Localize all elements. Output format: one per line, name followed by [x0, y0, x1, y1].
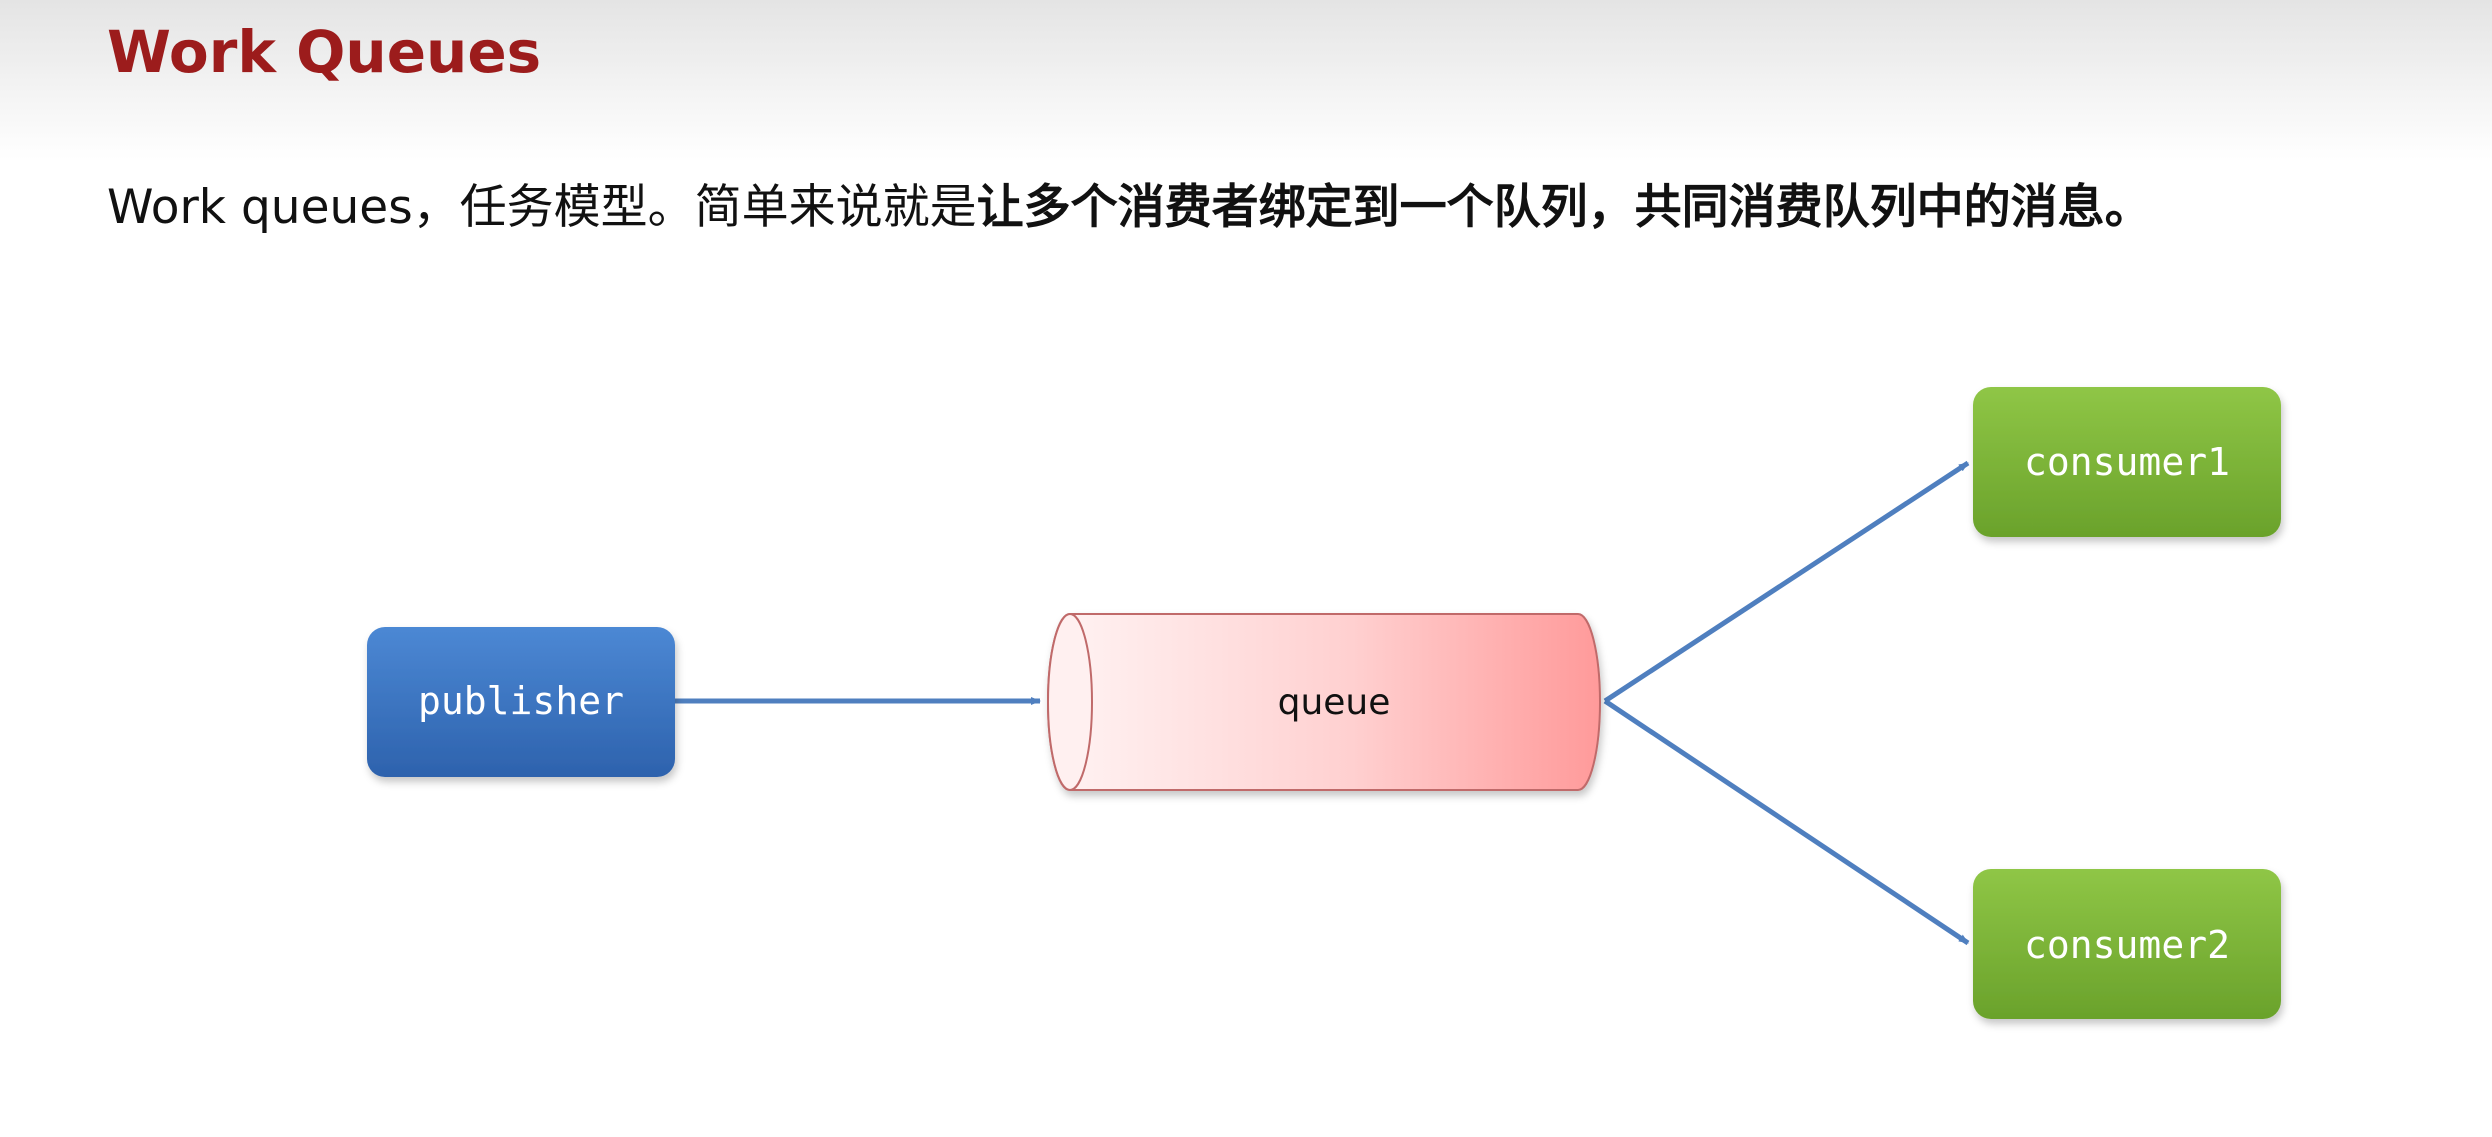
publisher-box — [367, 627, 675, 777]
consumer1-node: consumer1 — [1973, 387, 2281, 537]
consumer2-node: consumer2 — [1973, 869, 2281, 1019]
description-bold: 让多个消费者绑定到一个队列，共同消费队列中的消息。 — [976, 180, 2152, 235]
header-band — [0, 0, 2492, 160]
queue-cap — [1047, 613, 1093, 791]
consumer2-label: consumer2 — [2024, 923, 2230, 967]
queue-label: queue — [1278, 682, 1391, 723]
publisher-label: publisher — [418, 679, 624, 723]
description-normal: Work queues，任务模型。简单来说就是 — [107, 180, 977, 235]
publisher-node: publisher — [367, 627, 675, 777]
consumer2-box — [1973, 869, 2281, 1019]
description: Work queues，任务模型。简单来说就是让多个消费者绑定到一个队列，共同消… — [107, 168, 2152, 237]
arrow-queue-consumer1 — [1603, 460, 1970, 704]
queue-node: queue — [1047, 613, 1601, 791]
consumer1-label: consumer1 — [2024, 440, 2230, 484]
page-title: Work Queues — [107, 18, 542, 86]
consumer1-box — [1973, 387, 2281, 537]
arrow-queue-consumer2 — [1603, 698, 1970, 946]
